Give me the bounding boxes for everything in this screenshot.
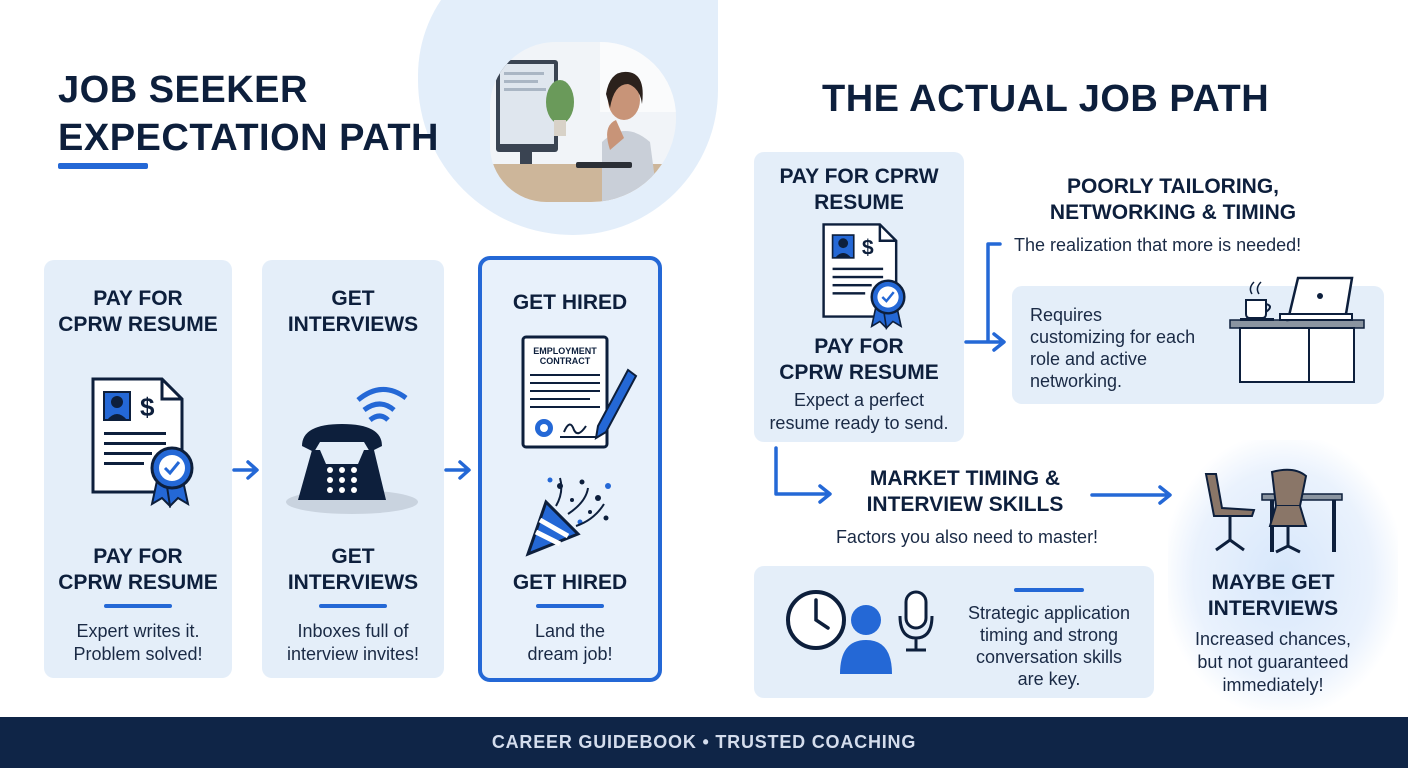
- actual-resume-bottom-label: PAY FOR CPRW RESUME: [779, 335, 939, 384]
- card1-top-label: PAY FOR CPRW RESUME: [58, 287, 218, 336]
- tailoring-heading: POORLY TAILORING, NETWORKING & TIMING: [1049, 175, 1297, 224]
- arrow-right-icon-1: [232, 460, 259, 480]
- right-title: THE ACTUAL JOB PATH: [822, 78, 1270, 120]
- resume-document-icon: $: [91, 377, 194, 509]
- desk-with-laptop-icon: [1229, 276, 1365, 383]
- down-right-arrow-icon: [774, 446, 832, 504]
- card1-bottom-label: PAY FOR CPRW RESUME: [58, 545, 218, 594]
- maybe-desc: Increased chances, but not guaranteed im…: [1194, 629, 1352, 695]
- svg-text:$: $: [140, 392, 155, 422]
- branch-arrow-icon: [964, 242, 1006, 352]
- arrow-right-icon-2: [444, 460, 471, 480]
- card1-desc: Expert writes it. Problem solved!: [73, 621, 203, 664]
- employment-contract-icon: [521, 335, 638, 449]
- party-popper-icon: [525, 477, 611, 557]
- card2-top-label: GET INTERVIEWS: [287, 287, 419, 336]
- card2-underline: [319, 604, 387, 608]
- clock-person-microphone-icon: [786, 590, 934, 674]
- svg-text:$: $: [862, 237, 874, 260]
- timing-box-underline: [1014, 588, 1084, 592]
- actual-resume-top-label: PAY FOR CPRW RESUME: [779, 165, 939, 214]
- tailoring-sub: The realization that more is needed!: [1014, 235, 1302, 255]
- timing-heading: MARKET TIMING & INTERVIEW SKILLS: [866, 467, 1064, 516]
- card3-desc: Land the dream job!: [527, 621, 613, 664]
- maybe-heading: MAYBE GET INTERVIEWS: [1207, 571, 1339, 620]
- expect-card-hired: [478, 256, 662, 682]
- left-title-line2: EXPECTATION PATH: [58, 117, 439, 159]
- card2-desc: Inboxes full of interview invites!: [286, 621, 420, 664]
- woman-at-desk-photo: [490, 42, 676, 202]
- left-title-line1: JOB SEEKER: [58, 69, 308, 111]
- telephone-icon: [286, 387, 418, 514]
- arrow-right-icon-3: [1090, 485, 1172, 505]
- timing-sub: Factors you also need to master!: [835, 527, 1099, 547]
- actual-resume-desc: Expect a perfect resume ready to send.: [769, 390, 949, 433]
- timing-box-text: Strategic application timing and strong …: [967, 603, 1131, 689]
- card1-underline: [104, 604, 172, 608]
- actual-resume-document-icon: $: [822, 223, 906, 330]
- empty-chairs-desk-icon: [1204, 468, 1343, 554]
- footer-bar: CAREER GUIDEBOOK • TRUSTED COACHING: [0, 717, 1408, 768]
- tailoring-box-text: Requires customizing for each role and a…: [1030, 305, 1196, 391]
- card3-underline: [536, 604, 604, 608]
- left-title: JOB SEEKER EXPECTATION PATH: [58, 66, 439, 162]
- card2-bottom-label: GET INTERVIEWS: [287, 545, 419, 594]
- footer-text: CAREER GUIDEBOOK • TRUSTED COACHING: [491, 732, 917, 752]
- card3-top-label: GET HIRED: [512, 291, 628, 314]
- left-title-underline: [58, 163, 148, 169]
- contract-label: EMPLOYMENT CONTRACT: [533, 346, 597, 366]
- card3-bottom-label: GET HIRED: [512, 571, 628, 594]
